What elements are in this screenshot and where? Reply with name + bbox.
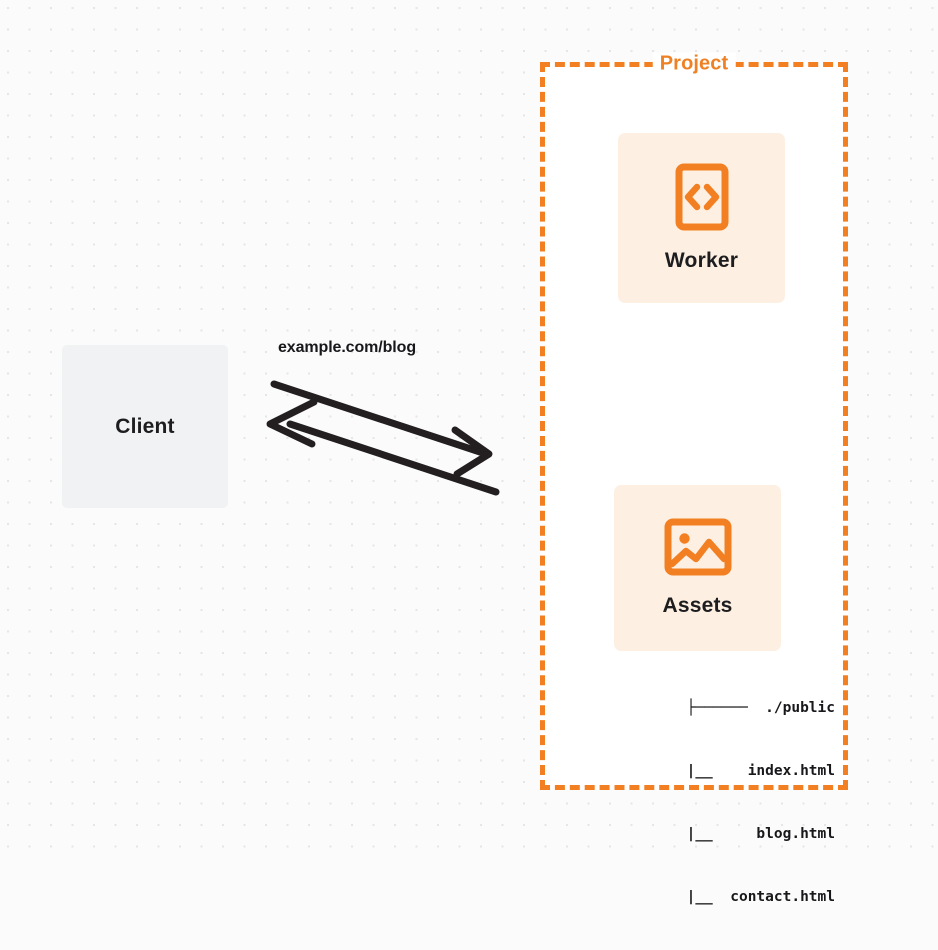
- worker-card[interactable]: Worker: [618, 133, 785, 303]
- client-node[interactable]: Client: [62, 345, 228, 508]
- tree-row: |__ contact.html: [651, 889, 835, 905]
- assets-card[interactable]: Assets: [614, 485, 781, 651]
- tree-row: |__ index.html: [651, 763, 835, 779]
- tree-row: ├────── ./public: [686, 700, 835, 716]
- request-arrow: [270, 380, 493, 478]
- response-arrow: [266, 398, 500, 496]
- edge-label: example.com/blog: [278, 339, 416, 356]
- tree-row: |__ blog.html: [651, 826, 835, 842]
- client-label: Client: [115, 414, 175, 438]
- image-icon: [664, 518, 732, 576]
- project-title: Project: [652, 52, 736, 76]
- worker-label: Worker: [664, 249, 739, 272]
- project-container: Project Worker Assets: [540, 52, 848, 905]
- assets-file-tree: ├────── ./public |__ index.html |__ blog…: [590, 656, 835, 950]
- diagram-canvas: Client example.com/blog Project: [0, 0, 938, 905]
- code-file-icon: [675, 163, 729, 231]
- assets-label: Assets: [662, 594, 733, 617]
